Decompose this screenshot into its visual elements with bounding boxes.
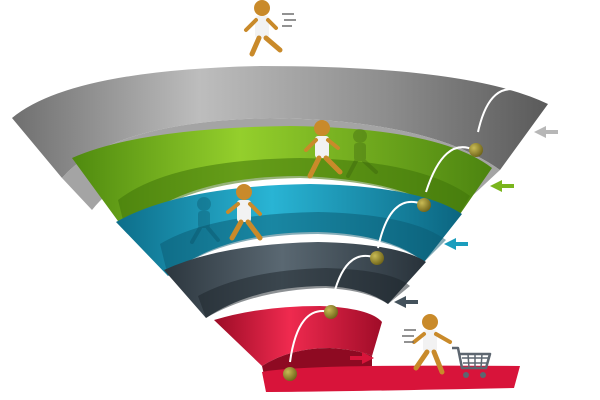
runner-icon (304, 120, 343, 179)
arrow-icon (394, 296, 418, 308)
funnel-tier-blue (116, 184, 462, 276)
runner-icon (402, 314, 452, 375)
runner-icon (226, 184, 263, 241)
sparkle-icon (38, 166, 230, 346)
arrow-icon (490, 180, 514, 192)
funnel-tier-red (214, 306, 382, 384)
ball-icon (283, 367, 297, 381)
arrow-icon (350, 352, 374, 364)
ball-icon (417, 198, 431, 212)
funnel-tier-slate (164, 242, 426, 318)
ball-icon (324, 305, 338, 319)
runner-shadow (190, 197, 220, 244)
ball-icon (370, 251, 384, 265)
exit-runway (262, 365, 520, 392)
shopping-cart-icon (452, 346, 492, 378)
drop-path (289, 88, 525, 363)
ball-icon (469, 143, 483, 157)
runner-icon (244, 0, 296, 57)
funnel-tier-green (72, 126, 492, 232)
ball-group (283, 143, 483, 381)
arrow-icon (444, 238, 468, 250)
runner-shadow (346, 129, 378, 178)
arrow-icon (534, 126, 558, 138)
